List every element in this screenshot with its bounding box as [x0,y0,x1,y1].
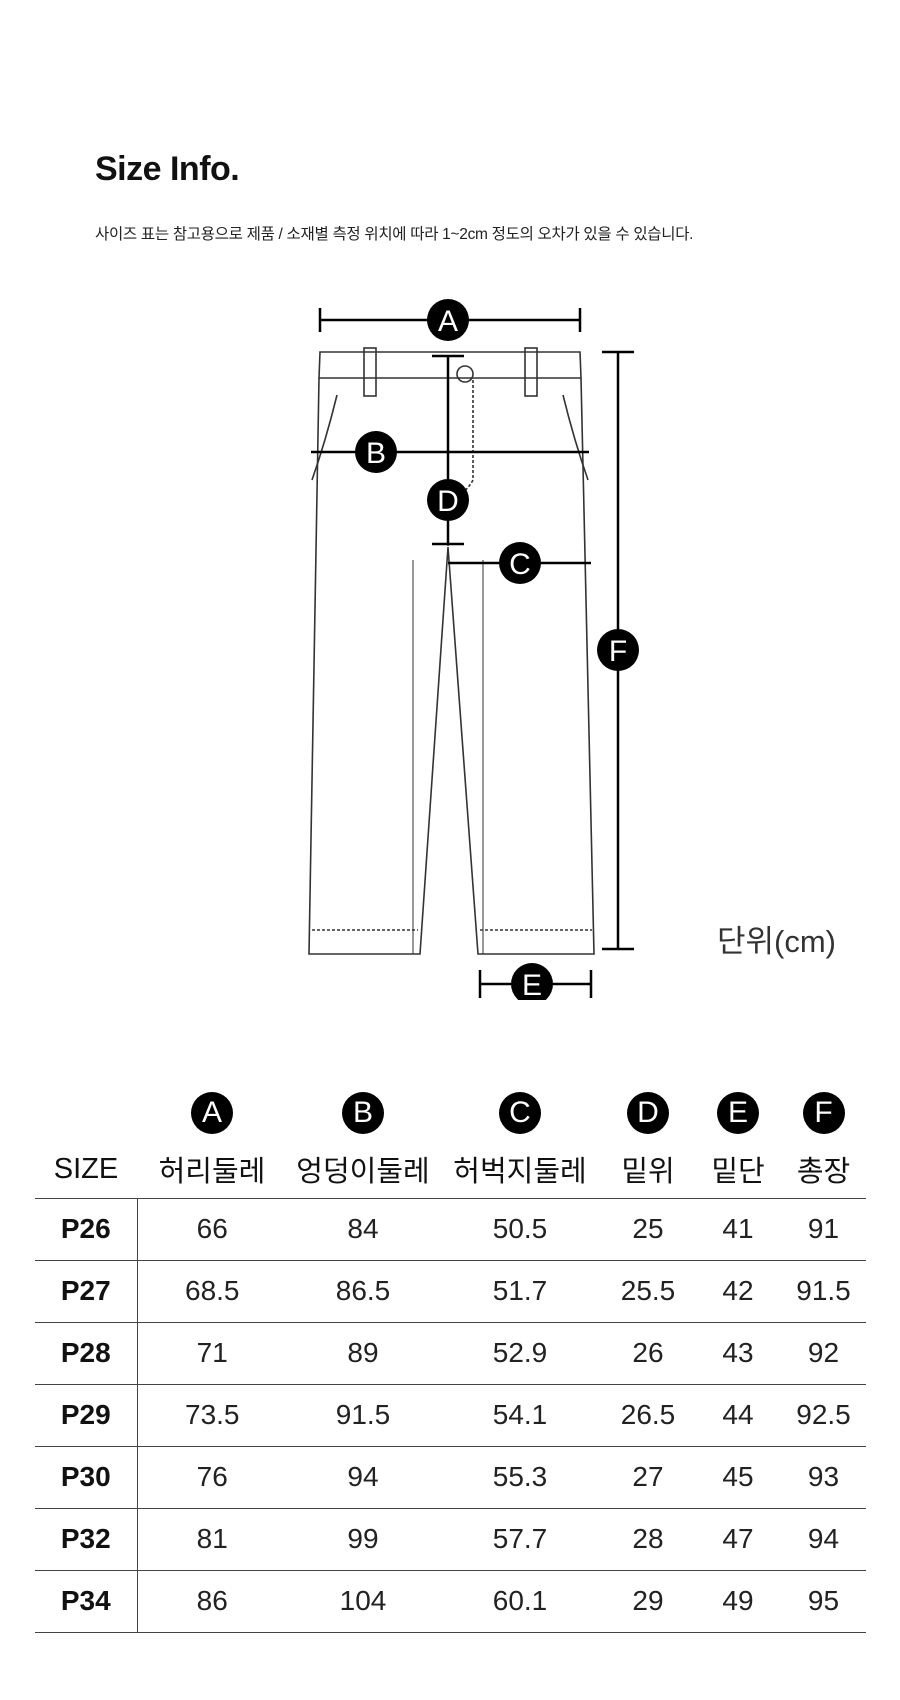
size-disclaimer: 사이즈 표는 참고용으로 제품 / 소재별 측정 위치에 따라 1~2cm 정도… [95,226,694,243]
value-cell: 54.1 [439,1384,601,1447]
value-cell: 25 [601,1198,695,1261]
pants-measurement-diagram: A B D C F E [308,299,639,1000]
size-cell: P32 [35,1508,138,1571]
value-cell: 57.7 [439,1508,601,1571]
value-cell: 47 [695,1508,781,1571]
size-cell: P27 [35,1260,138,1323]
size-table: A B C D E F SIZE 허리둘레 엉덩이둘레 허벅지둘레 밑위 밑단 … [35,1085,866,1633]
svg-text:C: C [509,548,531,581]
value-cell: 92 [781,1322,866,1385]
marker-d: D [427,479,469,521]
value-cell: 55.3 [439,1446,601,1509]
value-cell: 73.5 [137,1384,287,1447]
unit-label: 단위(cm) [717,924,837,959]
svg-text:D: D [437,485,459,518]
marker-a: A [427,299,469,341]
size-cell: P26 [35,1198,138,1261]
value-cell: 76 [137,1446,287,1509]
marker-a: A [191,1092,233,1134]
col-hem: 밑단 [695,1141,781,1199]
value-cell: 68.5 [137,1260,287,1323]
svg-text:F: F [609,635,627,668]
svg-text:E: E [522,969,542,1000]
marker-b: B [342,1092,384,1134]
value-cell: 104 [287,1570,439,1633]
size-cell: P30 [35,1446,138,1509]
col-thigh: 허벅지둘레 [439,1141,601,1199]
value-cell: 86.5 [287,1260,439,1323]
marker-row: A B C D E F [35,1085,866,1141]
value-cell: 94 [287,1446,439,1509]
value-cell: 25.5 [601,1260,695,1323]
value-cell: 27 [601,1446,695,1509]
value-cell: 89 [287,1322,439,1385]
svg-text:A: A [438,305,458,338]
value-cell: 81 [137,1508,287,1571]
value-cell: 91 [781,1198,866,1261]
marker-b: B [355,431,397,473]
value-cell: 41 [695,1198,781,1261]
marker-c: C [499,1092,541,1134]
value-cell: 91.5 [287,1384,439,1447]
value-cell: 52.9 [439,1322,601,1385]
marker-c: C [499,542,541,584]
value-cell: 28 [601,1508,695,1571]
pants-outline [308,347,595,955]
marker-f: F [597,629,639,671]
svg-text:B: B [366,437,386,470]
value-cell: 91.5 [781,1260,866,1323]
page-title: Size Info. [95,150,240,188]
col-rise: 밑위 [601,1141,695,1199]
value-cell: 26 [601,1322,695,1385]
value-cell: 99 [287,1508,439,1571]
value-cell: 26.5 [601,1384,695,1447]
value-cell: 51.7 [439,1260,601,1323]
value-cell: 60.1 [439,1570,601,1633]
value-cell: 43 [695,1322,781,1385]
marker-f: F [802,1092,845,1134]
value-cell: 86 [137,1570,287,1633]
value-cell: 49 [695,1570,781,1633]
value-cell: 93 [781,1446,866,1509]
value-cell: 50.5 [439,1198,601,1261]
marker-d: D [627,1092,669,1134]
table-header: SIZE 허리둘레 엉덩이둘레 허벅지둘레 밑위 밑단 총장 [35,1141,866,1199]
value-cell: 29 [601,1570,695,1633]
marker-e: E [511,963,553,1000]
size-cell: P28 [35,1322,138,1385]
col-length: 총장 [781,1141,866,1199]
value-cell: 44 [695,1384,781,1447]
marker-e: E [717,1092,759,1134]
value-cell: 92.5 [781,1384,866,1447]
value-cell: 71 [137,1322,287,1385]
value-cell: 84 [287,1198,439,1261]
col-waist: 허리둘레 [137,1141,287,1199]
value-cell: 66 [137,1198,287,1261]
size-cell: P29 [35,1384,138,1447]
value-cell: 94 [781,1508,866,1571]
col-hip: 엉덩이둘레 [287,1141,439,1199]
value-cell: 45 [695,1446,781,1509]
value-cell: 95 [781,1570,866,1633]
col-size: SIZE [35,1141,137,1199]
value-cell: 42 [695,1260,781,1323]
size-cell: P34 [35,1570,138,1633]
